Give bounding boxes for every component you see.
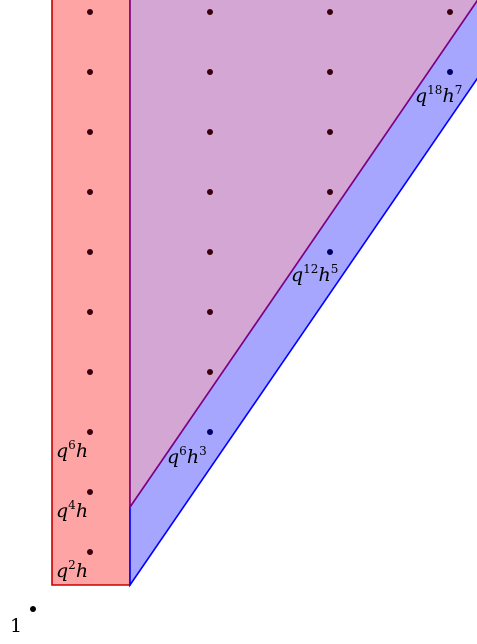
lattice-dot xyxy=(87,129,93,135)
lattice-dot xyxy=(87,9,93,15)
purple-region xyxy=(129,0,477,510)
label-q18h7-h-exponent: 7 xyxy=(455,83,463,97)
blue-region xyxy=(129,0,477,588)
lattice-dot xyxy=(207,9,213,15)
label-q12h5-h: h xyxy=(318,264,330,286)
lattice-dot xyxy=(87,189,93,195)
label-q4h-h: h xyxy=(76,500,88,522)
lattice-dot xyxy=(87,429,93,435)
lattice-dot xyxy=(327,189,333,195)
svg-text:q12h5: q12h5 xyxy=(291,262,338,286)
lattice-dot xyxy=(87,549,93,555)
label-q4h-q-exponent: 4 xyxy=(68,498,76,512)
svg-text:q4h: q4h xyxy=(56,498,88,522)
lattice-dot xyxy=(207,129,213,135)
label-q4h-base: q xyxy=(56,500,68,522)
lattice-dot xyxy=(327,129,333,135)
label-q6h3-q-exponent: 6 xyxy=(179,444,187,458)
label-q6h-h: h xyxy=(76,440,88,462)
label-q2h: q2h xyxy=(56,558,88,582)
label-q6h: q6h xyxy=(56,438,88,462)
label-q2h-h: h xyxy=(76,560,88,582)
label-q6h-base: q xyxy=(56,440,68,462)
lattice-dot-band xyxy=(207,429,213,435)
lattice-dot-band xyxy=(447,69,453,75)
lattice-dots xyxy=(30,9,453,612)
label-q4h: q4h xyxy=(56,498,88,522)
lattice-dot xyxy=(327,69,333,75)
lattice-dot xyxy=(207,189,213,195)
lattice-dot xyxy=(207,309,213,315)
label-q6h3-h: h xyxy=(187,446,199,468)
svg-text:q18h7: q18h7 xyxy=(415,83,462,107)
lattice-dot xyxy=(207,69,213,75)
origin-label-text: 1 xyxy=(10,615,22,637)
lattice-dot xyxy=(87,249,93,255)
label-q6h-q-exponent: 6 xyxy=(68,438,76,452)
lattice-dot xyxy=(87,489,93,495)
label-q12h5-q-exponent: 12 xyxy=(303,262,318,276)
label-q12h5-base: q xyxy=(291,264,303,286)
label-q6h3-h-exponent: 3 xyxy=(199,444,207,458)
label-q18h7-q-exponent: 18 xyxy=(427,83,442,97)
label-q18h7-h: h xyxy=(442,85,454,107)
origin-label: 1 xyxy=(10,615,22,637)
label-q6h3-base: q xyxy=(167,446,179,468)
lattice-dot xyxy=(87,309,93,315)
origin-dot xyxy=(30,606,36,612)
label-q6h3: q6h3 xyxy=(167,444,207,468)
label-q18h7: q18h7 xyxy=(415,83,462,107)
lattice-dot xyxy=(327,9,333,15)
svg-text:q2h: q2h xyxy=(56,558,88,582)
svg-text:q6h3: q6h3 xyxy=(167,444,207,468)
lattice-dot xyxy=(87,69,93,75)
svg-text:q6h: q6h xyxy=(56,438,88,462)
label-q12h5: q12h5 xyxy=(291,262,338,286)
label-q2h-base: q xyxy=(56,560,68,582)
lattice-dot xyxy=(207,369,213,375)
red-region xyxy=(51,0,131,586)
svg-text:1: 1 xyxy=(10,615,22,637)
label-q2h-q-exponent: 2 xyxy=(68,558,76,572)
lattice-dot xyxy=(207,249,213,255)
lattice-dot-band xyxy=(327,249,333,255)
lattice-dot xyxy=(447,9,453,15)
label-q12h5-h-exponent: 5 xyxy=(331,262,339,276)
lattice-dot xyxy=(87,369,93,375)
label-q18h7-base: q xyxy=(415,85,427,107)
